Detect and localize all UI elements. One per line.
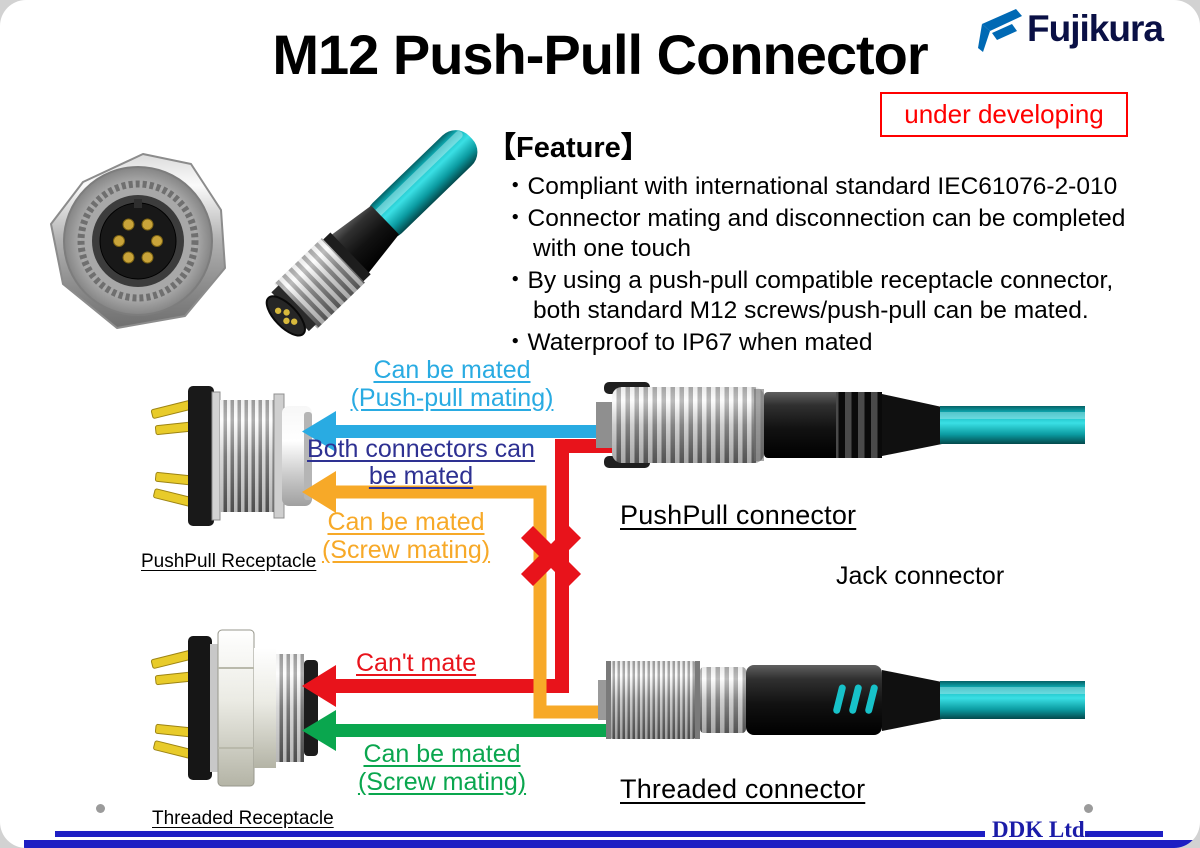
footer-company: DDK Ltd. [992,817,1091,842]
label-jack-connector: Jack connector [836,562,1005,590]
cable [940,681,1085,719]
pushpull-receptacle-image [150,386,312,526]
cant-mate-x-icon [520,525,582,587]
label-cant-mate: Can't mate [356,649,477,677]
photo-receptacle-front-image [50,153,226,329]
arrow-screw-mating-top [302,471,640,719]
label-threaded-connector: Threaded connector [620,774,866,804]
label-pushpull-connector: PushPull connector [620,500,857,530]
footer-bar [24,840,1200,848]
arrow-pushpull-mating [302,411,640,452]
decorative-dot-right [1084,804,1093,813]
feature-heading: 【Feature】 [487,132,650,164]
status-badge: under developing [880,92,1128,137]
feature-item: Compliant with international standard IE… [487,172,1163,202]
label-pushpull-receptacle: PushPull Receptacle [141,551,317,572]
arrow-screw-mating-bottom [302,710,640,751]
feature-item: Waterproof to IP67 when mated [487,328,1163,358]
label-screw-mating-top: Can be mated (Screw mating) [321,508,491,564]
threaded-receptacle-image [150,629,318,787]
pushpull-connector-image [596,382,1085,468]
footer-line-right [1085,831,1163,837]
label-threaded-receptacle: Threaded Receptacle [152,808,334,829]
label-screw-mating-bottom: Can be mated (Screw mating) [357,740,527,796]
cable [940,406,1085,444]
decorative-dot-left [96,804,105,813]
label-pushpull-mating: Can be mated (Push-pull mating) [350,356,554,412]
feature-item: By using a push-pull compatible receptac… [487,266,1163,326]
fujikura-logo: Fujikura [978,6,1164,52]
feature-section: 【Feature】 Compliant with international s… [487,124,1163,358]
label-both-mating: Both connectors can be mated [307,435,535,490]
fujikura-logo-text: Fujikura [1027,8,1164,49]
fujikura-logo-icon [978,9,1022,52]
footer-line-left [55,831,985,837]
page-title: M12 Push-Pull Connector [272,23,928,86]
feature-item: Connector mating and disconnection can b… [487,204,1163,264]
photo-cable-connector-image [265,130,478,337]
threaded-connector-image [598,661,1085,739]
